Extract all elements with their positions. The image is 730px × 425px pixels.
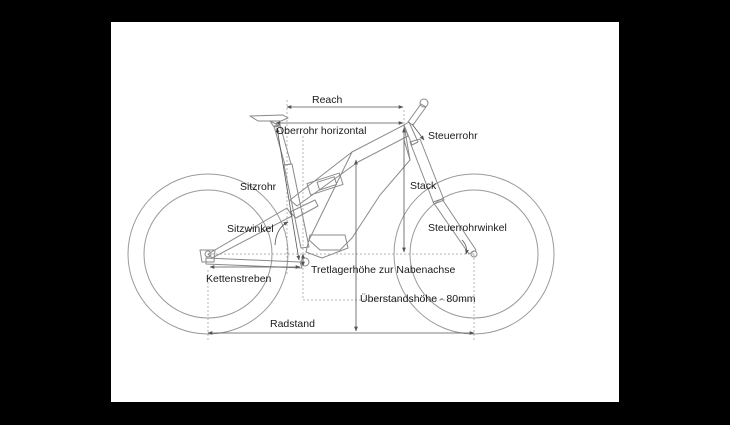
label-reach: Reach [312,94,343,106]
label-kettenstreben: Kettenstreben [206,273,272,285]
label-radstand: Radstand [270,318,315,330]
diagram-panel [111,22,619,402]
label-sitzwinkel: Sitzwinkel [227,223,274,235]
label-oberrohr-horizontal: Oberrohr horizontal [276,125,366,137]
label-steuerrohrwinkel: Steuerrohrwinkel [428,222,507,234]
label-tretlagerhoehe: Tretlagerhöhe zur Nabenachse [311,264,456,276]
label-ueberstandshoehe: Überstandshöhe - 80mm [360,293,476,305]
label-stack: Stack [410,180,437,192]
label-steuerrohr: Steuerrohr [428,130,478,142]
dimension-lines [207,100,475,340]
label-sitzrohr: Sitzrohr [240,181,277,193]
